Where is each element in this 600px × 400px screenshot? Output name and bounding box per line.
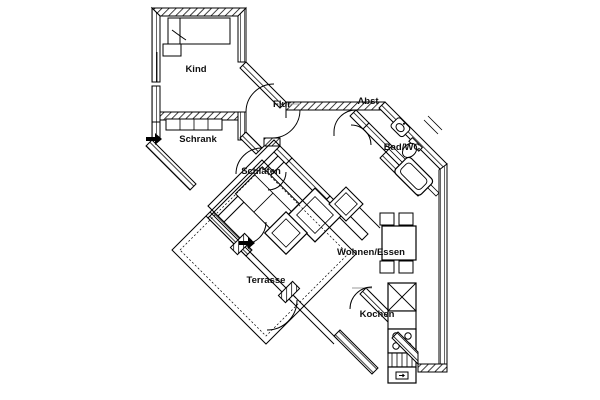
wardrobe-run-icon xyxy=(165,118,223,131)
label-bad-wc: Bad/WC xyxy=(384,142,421,153)
terrace-door-icon xyxy=(229,232,301,331)
door-kind-icon xyxy=(156,52,161,82)
washbasin-icon xyxy=(390,117,411,138)
window-marks xyxy=(423,115,443,135)
toilet-icon xyxy=(402,136,424,158)
room-kochen[interactable] xyxy=(333,282,419,384)
label-kochen: Kochen xyxy=(360,309,395,320)
room-abst[interactable] xyxy=(333,109,393,153)
entrance-arrow-icon xyxy=(146,133,162,145)
label-terrasse: Terrasse xyxy=(247,275,286,286)
room-wohnen-essen[interactable] xyxy=(263,186,417,274)
room-terrasse[interactable] xyxy=(171,159,357,345)
label-abst: Abst xyxy=(357,96,379,107)
dining-table-icon xyxy=(379,212,417,274)
exterior-walls xyxy=(145,6,448,373)
room-flur[interactable] xyxy=(245,83,301,147)
bed-icon xyxy=(162,17,231,57)
label-wohnen-essen: Wohnen/Essen xyxy=(337,247,405,258)
label-schlafen: Schlafen xyxy=(241,166,281,177)
room-bad-wc[interactable] xyxy=(379,115,443,197)
room-schrank[interactable] xyxy=(146,118,265,175)
coffee-table-icon xyxy=(328,186,364,222)
label-kind: Kind xyxy=(185,64,206,75)
sofa-group-icon xyxy=(263,187,343,256)
kitchen-units-icon xyxy=(387,282,417,384)
label-schrank: Schrank xyxy=(179,134,217,145)
bathtub-icon xyxy=(394,156,434,196)
room-labels: Kind Schrank Flur Abst Bad/WC Schlafen W… xyxy=(179,64,420,320)
label-flur: Flur xyxy=(273,99,291,110)
